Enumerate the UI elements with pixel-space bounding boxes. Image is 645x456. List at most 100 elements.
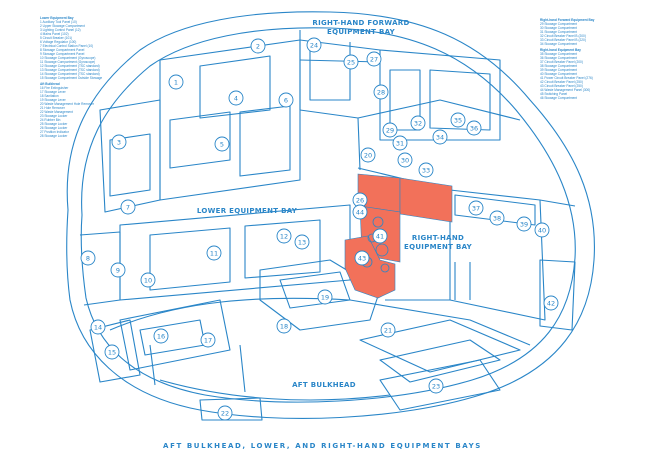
- callout-number: 35: [454, 116, 462, 124]
- callout-number: 9: [116, 266, 120, 274]
- callout-number: 11: [210, 249, 218, 257]
- legend-entry: 4 Mains Panel (102): [40, 32, 69, 36]
- legend-entry: 41 Power Circuit Breaker Panel (276): [540, 76, 593, 80]
- callout-circle: [380, 322, 396, 338]
- label-rh-forward-bay: RIGHT-HAND FORWARD EQUIPMENT BAY: [312, 19, 410, 36]
- callout-number: 38: [493, 214, 501, 222]
- callout-circle: [543, 295, 559, 311]
- callout-circle: [276, 318, 292, 334]
- legend-entry: 2 Upper Stowage Compartment: [40, 24, 85, 28]
- callout-circle: [80, 250, 96, 266]
- legend-entry: 26 Stowage Locker: [40, 126, 68, 130]
- legend-entry: 20 Waste Management Hole Remover: [40, 102, 95, 106]
- callout-circle: [372, 228, 388, 244]
- legend-entry: 23 Stowage Locker: [40, 114, 68, 118]
- callout-circle: [466, 120, 482, 136]
- legend-left-items: 1 Auxiliary Tool Panel (10)2 Upper Stowa…: [40, 20, 110, 80]
- callout-number: 16: [157, 332, 165, 340]
- legend-right: Right-hand Forward Equipment Bay 29 Stow…: [540, 18, 620, 100]
- callout-number: 21: [384, 326, 392, 334]
- callout-number: 33: [422, 166, 430, 174]
- legend-entry: 12 Stowage Compartment (TSC standard): [40, 64, 100, 68]
- legend-entry: 27 Position Indicator: [40, 130, 69, 134]
- callout-number: 15: [108, 348, 116, 356]
- legend-entry: 30 Stowage Compartment: [540, 26, 578, 30]
- callout-number: 36: [470, 124, 478, 132]
- callout-circle: [397, 152, 413, 168]
- callout-circle: [366, 51, 382, 67]
- callout-number: 27: [370, 55, 378, 63]
- legend-left: Lower Equipment Bay 1 Auxiliary Tool Pan…: [40, 16, 110, 138]
- callout-number: 6: [284, 96, 288, 104]
- callout-circle: [120, 199, 136, 215]
- callout-circle: [250, 38, 266, 54]
- legend-entry: 7 Electrical Control Station Panel (10): [40, 44, 94, 48]
- callout-number: 19: [321, 293, 329, 301]
- legend-entry: 18 Sanitation: [40, 94, 59, 98]
- legend-entry: 42 Circuit Breaker Panel (250): [540, 80, 583, 84]
- legend-right-title: Right-hand Forward Equipment Bay: [540, 18, 595, 22]
- callout-number: 34: [436, 133, 444, 141]
- callout-circle: [428, 378, 444, 394]
- callout-number: 3: [117, 138, 121, 146]
- legend-entry: 3 Lighting Control Panel (12): [40, 28, 81, 32]
- callout-circle: [140, 272, 156, 288]
- legend-entry: 9 Stowage Compartment Panel: [40, 52, 85, 56]
- legend-entry: 11 Stowage Compartment (Gyroscope): [40, 60, 96, 64]
- legend-entry: 21 Hole Remover: [40, 106, 65, 110]
- callout-circle: [360, 147, 376, 163]
- legend-entry: 46 Stowage Compartment: [540, 96, 578, 100]
- callout-circle: [153, 328, 169, 344]
- callout-circle: [382, 122, 398, 138]
- callout-circle: [317, 289, 333, 305]
- legend-entry: 5 Circuit Breaker (101): [40, 36, 73, 40]
- callout-number: 7: [126, 203, 130, 211]
- callout-number: 12: [280, 232, 288, 240]
- callout-number: 41: [376, 232, 384, 240]
- callout-circle: [418, 162, 434, 178]
- callout-number: 5: [220, 140, 224, 148]
- callout-number: 42: [547, 299, 555, 307]
- label-lower-bay: LOWER EQUIPMENT BAY: [196, 207, 298, 215]
- callout-number: 23: [432, 382, 440, 390]
- callout-number: 18: [280, 322, 288, 330]
- callout-circle: [111, 134, 127, 150]
- callout-number: 13: [298, 238, 306, 246]
- callout-circle: [90, 319, 106, 335]
- legend-entry: 44 Waste Management Panel (300): [540, 88, 591, 92]
- callout-number: 43: [358, 254, 366, 262]
- callout-circle: [432, 129, 448, 145]
- callout-number: 32: [414, 119, 422, 127]
- callout-circle: [392, 135, 408, 151]
- legend-entry: 33 Circuit Breaker Panel B (220): [540, 38, 586, 42]
- callout-number: 14: [94, 323, 102, 331]
- callout-circle: [343, 54, 359, 70]
- legend-entry: 13 Stowage Compartment (TSC standard): [40, 68, 100, 72]
- callout-circle: [410, 115, 426, 131]
- callout-number: 26: [356, 196, 364, 204]
- legend-entry: 32 Circuit Breaker Panel B (200): [540, 34, 586, 38]
- callout-circle: [468, 200, 484, 216]
- legend-entry: 22 Waste Management: [40, 110, 73, 114]
- legend-entry: 40 Stowage Compartment: [540, 72, 578, 76]
- callout-number: 25: [347, 58, 355, 66]
- callout-circle: [200, 332, 216, 348]
- callout-number: 29: [386, 126, 394, 134]
- legend-entry: 10 Stowage Compartment (Gyroscope): [40, 56, 96, 60]
- legend-entry: 16 Fire Extinguisher: [40, 86, 69, 90]
- legend-entry: 43 Circuit Breaker Panel (250): [540, 84, 583, 88]
- callout-number: 22: [221, 409, 229, 417]
- legend-entry: 24 Rubber Bin: [40, 118, 61, 122]
- legend-entry: 31 Stowage Compartment: [540, 30, 578, 34]
- callout-number: 40: [538, 226, 546, 234]
- legend-entry: 28 Stowage Locker: [40, 134, 68, 138]
- callout-number: 1: [174, 78, 178, 86]
- label-aft-bulkhead: AFT BULKHEAD: [292, 381, 356, 389]
- callout-number: 17: [204, 336, 212, 344]
- callout-circle: [110, 262, 126, 278]
- legend-entry: 34 Stowage Compartment: [540, 42, 578, 46]
- legend-entry: 36 Stowage Compartment: [540, 56, 578, 60]
